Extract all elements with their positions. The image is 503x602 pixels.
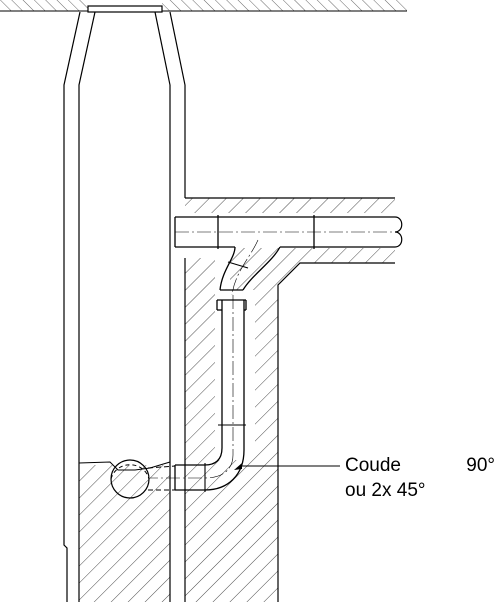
bend-fitting — [150, 447, 245, 492]
drop-pipe — [216, 295, 247, 455]
tee-branch — [219, 239, 281, 296]
callout-label-line2: ou 2x 45° — [345, 480, 426, 501]
callout-text-coude: Coude — [345, 455, 401, 476]
concrete-body — [79, 197, 395, 602]
outlet-pipe — [110, 459, 176, 499]
callout-label-line1: Coude 90° — [345, 454, 495, 478]
benching — [78, 461, 171, 471]
callout-leader — [234, 463, 340, 470]
callout-text-angle: 90° — [466, 455, 495, 476]
inlet-pipe — [174, 215, 403, 249]
manhole-cover — [87, 5, 163, 13]
ground-surface — [0, 0, 407, 12]
